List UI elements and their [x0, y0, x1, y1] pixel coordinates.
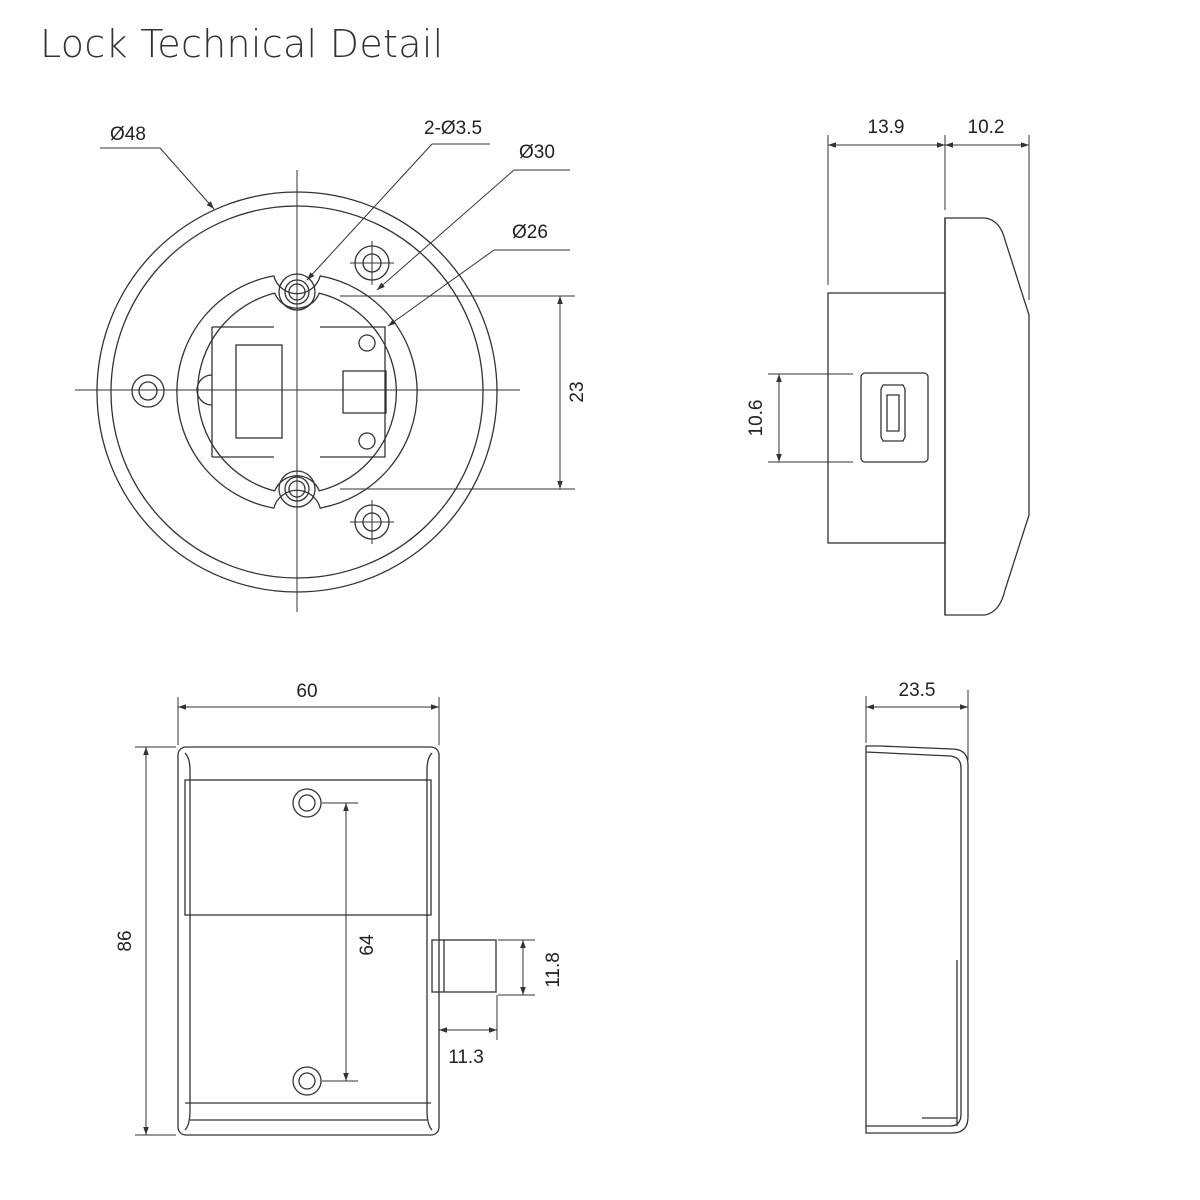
dimension-port-height: 10.6 [746, 373, 853, 463]
dimension-bolt-height: 11.8 [498, 939, 564, 996]
outer-rim [96, 191, 498, 593]
dimension-profile-depth: 23.5 [865, 680, 969, 760]
outer-rim-inner-edge [110, 205, 484, 579]
profile-housing [865, 745, 969, 1134]
lock-mechanism-block [212, 326, 386, 458]
profile-depth-label: 23.5 [899, 680, 936, 701]
width-label: 60 [296, 681, 317, 702]
port-height-label: 10.6 [746, 400, 767, 437]
small-hole-bottom [358, 432, 376, 450]
dimension-bolt-length: 11.3 [438, 995, 498, 1068]
inner-ring-inner [197, 292, 397, 492]
dimension-body-depth: 13.9 [827, 117, 946, 285]
side-view: 13.9 10.2 10.6 [746, 117, 1030, 616]
lock-bolt [431, 939, 497, 993]
inner-plate [184, 779, 432, 916]
holes-label: 2-Ø3.5 [424, 118, 482, 139]
cam-slot [235, 344, 283, 439]
bolt-length-label: 11.3 [448, 1047, 484, 1068]
height-label: 86 [115, 930, 136, 951]
lock-cap [944, 217, 1030, 616]
inner-ring-outer [176, 275, 418, 509]
dimension-hole-spacing: 23 [340, 295, 588, 490]
dimension-screw-spacing: 64 [322, 802, 378, 1082]
usb-port-housing [860, 372, 929, 463]
profile-view: 23.5 [865, 680, 969, 1134]
dimension-holes: 2-Ø3.5 [306, 118, 490, 281]
cap-depth-label: 10.2 [968, 117, 1005, 138]
dimension-width: 60 [177, 681, 440, 745]
screw-hole-top [278, 273, 316, 311]
hole-spacing-label: 23 [567, 381, 588, 402]
screw-spacing-label: 64 [357, 934, 378, 956]
outer-diameter-label: Ø48 [110, 124, 146, 145]
small-hole-top [358, 334, 376, 352]
page-title: Lock Technical Detail [40, 22, 444, 66]
inner-diameter-label: Ø26 [512, 222, 548, 243]
screw-hole-upper [292, 788, 322, 818]
mounting-hole-lower-right [350, 500, 394, 544]
front-view: Ø48 2-Ø3.5 Ø30 Ø26 23 [75, 118, 588, 612]
side-tab [196, 374, 213, 406]
dimension-cap-depth: 10.2 [945, 117, 1030, 300]
bolt-height-label: 11.8 [543, 952, 564, 988]
dimension-outer-diameter: Ø48 [100, 124, 215, 210]
lock-housing [177, 746, 440, 1136]
back-view: 60 86 64 11.8 11.3 [115, 681, 564, 1136]
body-depth-label: 13.9 [868, 117, 905, 138]
dimension-inner-diameter: Ø26 [387, 222, 570, 327]
dimension-height: 86 [115, 746, 176, 1136]
mounting-hole-upper-right [350, 241, 394, 285]
screw-hole-bottom [278, 470, 316, 508]
square-spindle [342, 370, 387, 414]
dimension-ring-diameter: Ø30 [376, 142, 570, 291]
ring-diameter-label: Ø30 [519, 142, 555, 163]
mounting-hole-left [131, 374, 165, 408]
screw-hole-lower [292, 1066, 322, 1096]
usb-port-icon [880, 384, 906, 442]
